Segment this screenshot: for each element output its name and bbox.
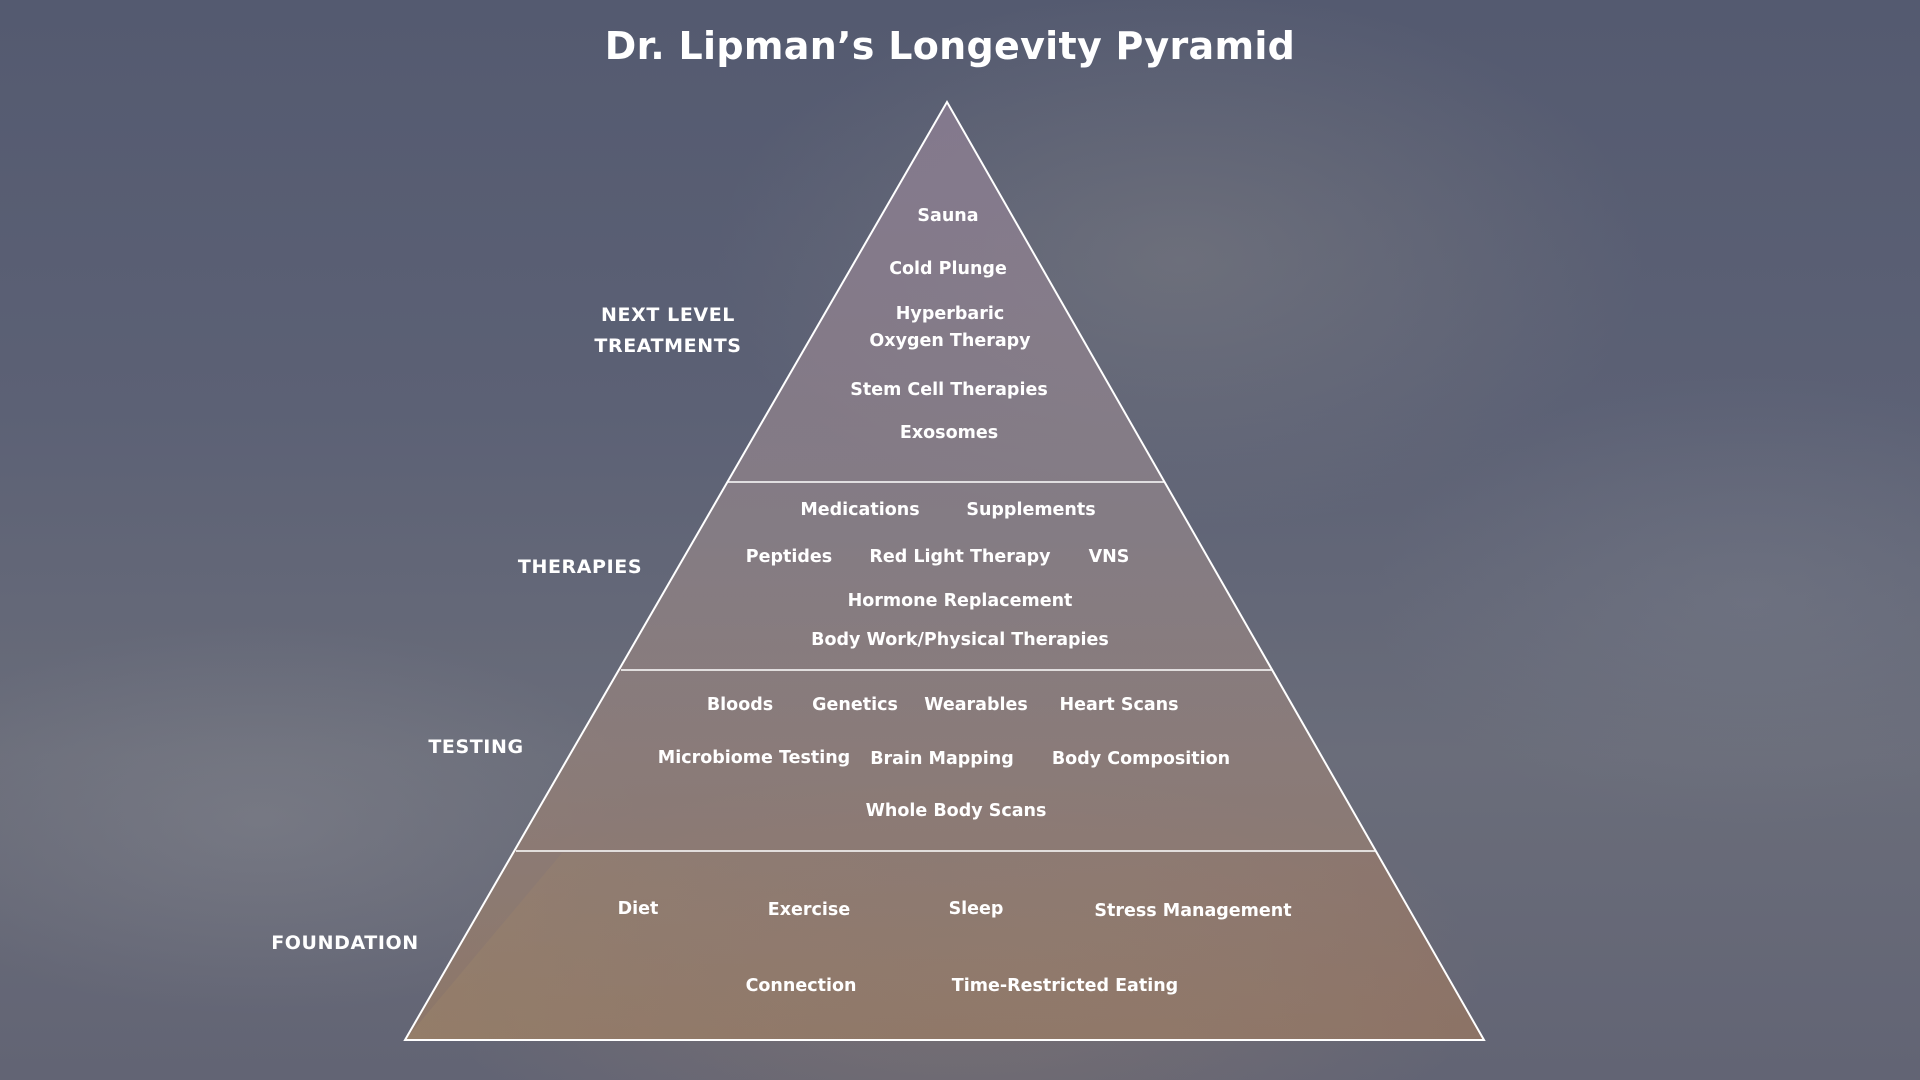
item-brain-mapping: Brain Mapping (870, 749, 1014, 769)
item-body-composition: Body Composition (1051, 749, 1231, 769)
item-stem-cell-therapies: Stem Cell Therapies (850, 380, 1048, 400)
item-medications: Medications (800, 500, 920, 520)
item-heart-scans: Heart Scans (1059, 695, 1179, 715)
item-exercise: Exercise (767, 900, 851, 920)
pyramid-warm-overlay (405, 853, 1484, 1040)
tier-label-next-level-line1: NEXT LEVEL (601, 304, 735, 326)
item-hyperbaric-line1: Hyperbaric (895, 304, 1005, 324)
tier-label-next-level-line2: TREATMENTS (594, 335, 742, 357)
tier-label-foundation: FOUNDATION (271, 932, 419, 954)
item-hyperbaric-line2: Oxygen Therapy (869, 331, 1031, 351)
pyramid-shape (405, 102, 1484, 1040)
item-hormone-replacement: Hormone Replacement (847, 591, 1073, 611)
item-wearables: Wearables (924, 695, 1028, 715)
item-genetics: Genetics (812, 695, 898, 715)
tier-label-testing: TESTING (428, 736, 524, 758)
item-diet: Diet (617, 899, 659, 919)
item-cold-plunge: Cold Plunge (889, 259, 1007, 279)
item-vns: VNS (1088, 547, 1130, 567)
item-peptides: Peptides (745, 547, 833, 567)
item-supplements: Supplements (966, 500, 1096, 520)
item-exosomes: Exosomes (899, 423, 999, 443)
pyramid-outline (403, 99, 1486, 1041)
item-connection: Connection (745, 976, 857, 996)
item-bloods: Bloods (706, 695, 774, 715)
tier-label-therapies: THERAPIES (517, 556, 643, 578)
item-time-restricted-eating: Time-Restricted Eating (951, 976, 1179, 996)
item-body-work: Body Work/Physical Therapies (811, 630, 1109, 650)
tier-label-next-level: NEXT LEVEL TREATMENTS (594, 300, 741, 362)
item-whole-body-scans: Whole Body Scans (865, 801, 1047, 821)
page-title: Dr. Lipman’s Longevity Pyramid (604, 24, 1296, 68)
item-sleep: Sleep (948, 899, 1004, 919)
item-stress-management: Stress Management (1094, 901, 1292, 921)
item-hyperbaric-oxygen-therapy: Hyperbaric Oxygen Therapy (869, 301, 1030, 355)
item-sauna: Sauna (917, 206, 979, 226)
item-microbiome-testing: Microbiome Testing (657, 748, 851, 768)
item-red-light-therapy: Red Light Therapy (869, 547, 1051, 567)
